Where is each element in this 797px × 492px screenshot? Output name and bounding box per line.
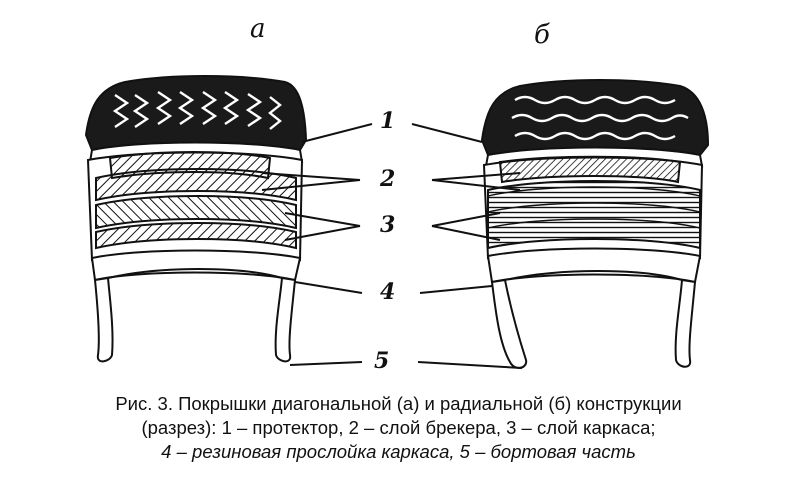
tread-pattern-a: [112, 91, 282, 130]
tire-diagonal: [84, 75, 308, 363]
bead-right-b: [674, 278, 697, 368]
tire-drawing: [84, 75, 710, 369]
panel-label-a: а: [250, 14, 266, 44]
tread-pattern-b: [511, 95, 689, 141]
leader-1-right: [411, 123, 483, 143]
breaker-layer-b: [498, 155, 682, 184]
caption-line-1: Рис. 3. Покрышки диагональной (а) и ради…: [115, 393, 682, 414]
leader-lines: [261, 123, 523, 369]
casing-layer-a2: [95, 195, 297, 230]
bead-right-a: [274, 276, 297, 363]
caption-line-3: 4 – резиновая прослойка каркаса, 5 – бор…: [161, 441, 636, 462]
callout-2: 2: [380, 166, 396, 192]
panel-label-b: б: [534, 20, 550, 50]
tire-radial: [480, 79, 710, 369]
tire-cross-section-figure: а б 1 2 3 4 5: [84, 14, 710, 374]
callout-5: 5: [374, 348, 390, 374]
callout-1: 1: [380, 108, 396, 134]
casing-layer-a3: [95, 222, 297, 250]
callout-3: 3: [380, 212, 396, 238]
bead-left-a: [93, 276, 114, 363]
casing-layer-a1: [95, 168, 297, 202]
caption-line-2: (разрез): 1 – протектор, 2 – слой брекер…: [141, 417, 656, 438]
casing-layer-b: [487, 180, 701, 250]
figure-caption: Рис. 3. Покрышки диагональной (а) и ради…: [0, 392, 797, 464]
bead-left-b: [490, 278, 528, 369]
callout-4: 4: [380, 279, 396, 305]
leader-1-left: [301, 123, 373, 143]
